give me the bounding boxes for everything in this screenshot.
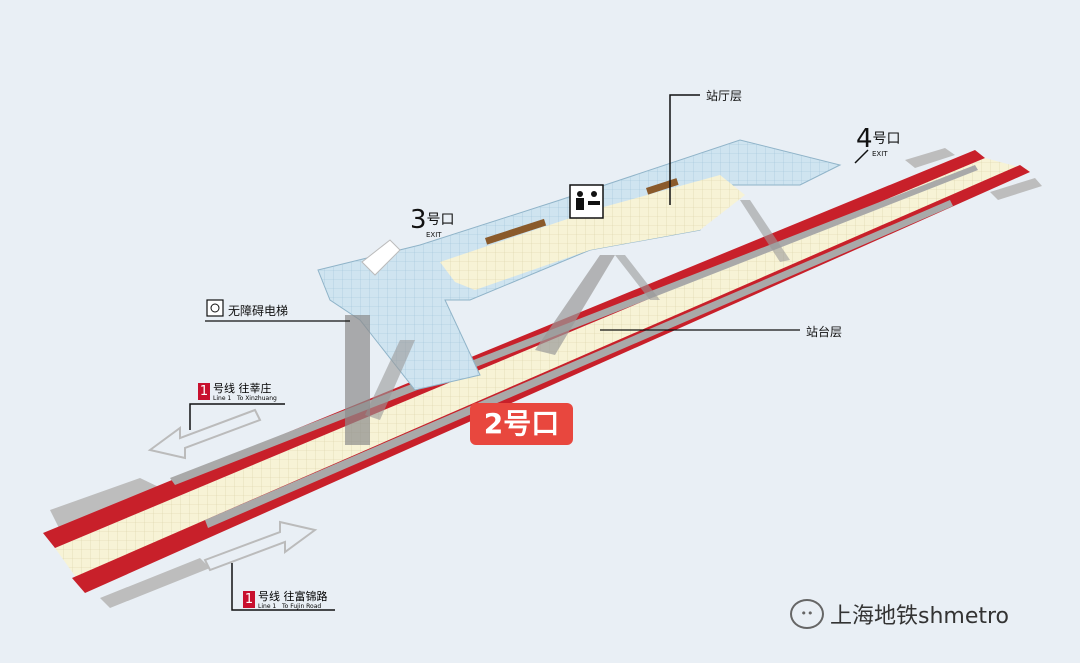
trackbed-upper-end (905, 148, 955, 168)
direction-arrow-right (203, 520, 318, 572)
stair-4 (615, 255, 660, 300)
accessible-elevator-icon (206, 299, 224, 317)
line-1-icon: 1 (243, 591, 255, 608)
leader-concourse (669, 94, 700, 205)
trackbed-upper (50, 478, 165, 530)
wechat-icon: •• (790, 599, 824, 629)
leader-exit4 (854, 149, 869, 164)
leader-dir-right (231, 563, 335, 611)
line-1-icon: 1 (198, 383, 210, 400)
concourse-label: 站厅层 (706, 89, 743, 103)
direction-sign-xinzhuang: 1 号线 往莘庄 Line 1 To Xinzhuang (198, 382, 277, 402)
fare-gates-1 (485, 218, 547, 245)
exit-3-stair (361, 239, 401, 276)
watermark: •• 上海地铁shmetro (790, 598, 1009, 630)
trackbed-lower (100, 558, 210, 608)
stair-2 (365, 340, 415, 420)
exit-3-label: 3号口 EXIT (410, 205, 455, 239)
leader-dir-left (189, 403, 285, 430)
stair-1 (535, 255, 615, 355)
platform-label: 站台层 (806, 325, 843, 339)
elevator-shaft (345, 315, 370, 445)
direction-sign-fujin-road: 1 号线 往富锦路 Line 1 To Fujin Road (243, 590, 328, 610)
exit-4-label: 4号口 EXIT (856, 124, 901, 158)
exit-2-badge: 2号口 (470, 403, 573, 445)
direction-arrow-left (147, 408, 262, 460)
accessible-elevator-label: 无障碍电梯 (228, 304, 289, 318)
screen-doors-lower (205, 200, 953, 528)
stair-3 (740, 200, 790, 262)
trackbed-lower-end (990, 178, 1042, 200)
